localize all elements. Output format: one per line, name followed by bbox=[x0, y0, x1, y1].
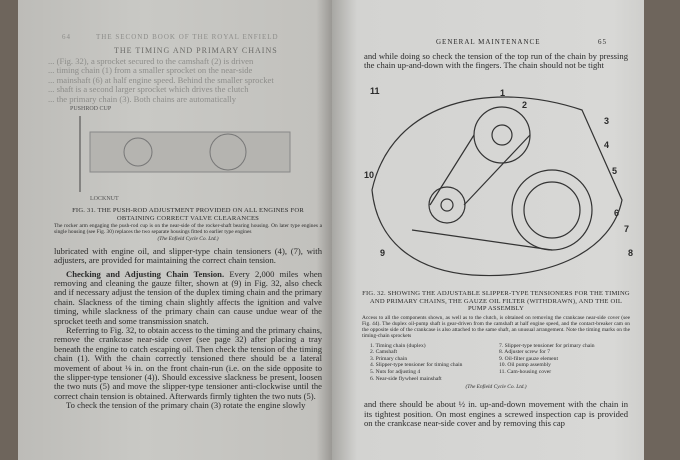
legend-item: 7. Slipper-type tensioner for primary ch… bbox=[499, 342, 595, 349]
section-title: THE TIMING AND PRIMARY CHAINS bbox=[114, 46, 278, 55]
page-number: 65 bbox=[598, 38, 607, 46]
figure-note: The rocker arm engaging the push-rod cup… bbox=[54, 223, 322, 236]
para-2: Checking and Adjusting Chain Tension. Ev… bbox=[54, 268, 322, 326]
running-head: GENERAL MAINTENANCE bbox=[436, 38, 541, 46]
pushrod-figure bbox=[79, 116, 291, 192]
callout-10: 10 bbox=[364, 170, 375, 180]
figure-note: Access to all the components shown, as w… bbox=[362, 314, 630, 340]
legend-item: 5. Nuts for adjusting 4 bbox=[370, 368, 421, 375]
para-2-text: Every 2,000 miles when removing and clea… bbox=[54, 268, 322, 326]
running-head: THE SECOND BOOK OF THE ROYAL ENFIELD bbox=[96, 33, 279, 41]
callout-5: 5 bbox=[612, 166, 618, 176]
legend-item: 1. Timing chain (duplex) bbox=[370, 342, 426, 349]
callout-1: 1 bbox=[500, 88, 506, 98]
right-page: GENERAL MAINTENANCE 65 and while doing s… bbox=[332, 0, 644, 460]
para-2: and there should be about ½ in. up-and-d… bbox=[364, 399, 628, 429]
legend-item: 9. Oil-filter gauze element bbox=[499, 355, 559, 362]
callout-11: 11 bbox=[370, 86, 380, 96]
intro-line: ... (Fig. 32), a sprocket secured to the… bbox=[48, 56, 254, 66]
intro-line: ... shaft is a second larger sprocket wh… bbox=[48, 84, 249, 95]
legend-item: 4. Slipper-type tensioner for timing cha… bbox=[370, 362, 463, 369]
left-body: FIG. 31. THE PUSH-ROD ADJUSTMENT PROVIDE… bbox=[54, 207, 322, 411]
callout-9: 9 bbox=[380, 248, 386, 258]
figure-caption: FIG. 31. THE PUSH-ROD ADJUSTMENT PROVIDE… bbox=[72, 207, 304, 222]
para-1: and while doing so check the tension of … bbox=[364, 51, 628, 71]
callout-3: 3 bbox=[604, 116, 610, 126]
figure-legend: 1. Timing chain (duplex) 7. Slipper-type… bbox=[362, 343, 630, 383]
figure-caption: FIG. 32. SHOWING THE ADJUSTABLE SLIPPER-… bbox=[362, 290, 630, 313]
para-2-heading: Checking and Adjusting Chain Tension. bbox=[66, 268, 225, 279]
legend-item: 10. Oil pump assembly bbox=[499, 362, 551, 369]
callout-8: 8 bbox=[628, 248, 634, 258]
figure-credit: (The Enfield Cycle Co. Ltd.) bbox=[157, 235, 219, 242]
legend-item: 6. Near-side flywheel mainshaft bbox=[370, 375, 442, 382]
left-page: 64 THE SECOND BOOK OF THE ROYAL ENFIELD … bbox=[18, 0, 332, 460]
legend-item: 11. Cam-housing cover bbox=[499, 368, 552, 375]
engine-timing-figure bbox=[371, 96, 623, 277]
legend-item: 3. Primary chain bbox=[370, 355, 408, 362]
intro-line: ... timing chain (1) from a smaller spro… bbox=[48, 65, 253, 76]
callout-7: 7 bbox=[624, 224, 630, 234]
legend-item: 2. Camshaft bbox=[370, 349, 398, 356]
callout-4: 4 bbox=[604, 140, 610, 150]
callout-6: 6 bbox=[614, 208, 620, 218]
para-1: lubricated with engine oil, and slipper-… bbox=[54, 245, 322, 266]
intro-line: ... the primary chain (3). Both chains a… bbox=[48, 93, 237, 104]
locknut-label: LOCKNUT bbox=[90, 196, 119, 202]
legend-item: 8. Adjuster screw for 7 bbox=[499, 349, 551, 356]
figure-credit: (The Enfield Cycle Co. Ltd.) bbox=[465, 384, 527, 391]
para-4: To check the tension of the primary chai… bbox=[66, 400, 306, 411]
pushrod-cup-label: PUSHROD CUP bbox=[70, 106, 112, 112]
callout-2: 2 bbox=[522, 100, 528, 110]
para-3: Referring to Fig. 32, to obtain access t… bbox=[54, 325, 322, 401]
intro-text: ... (Fig. 32), a sprocket secured to the… bbox=[48, 56, 323, 104]
page-number: 64 bbox=[62, 33, 71, 41]
intro-line: ... mainshaft (6) at half engine speed. … bbox=[48, 74, 274, 85]
right-body: FIG. 32. SHOWING THE ADJUSTABLE SLIPPER-… bbox=[362, 290, 630, 429]
